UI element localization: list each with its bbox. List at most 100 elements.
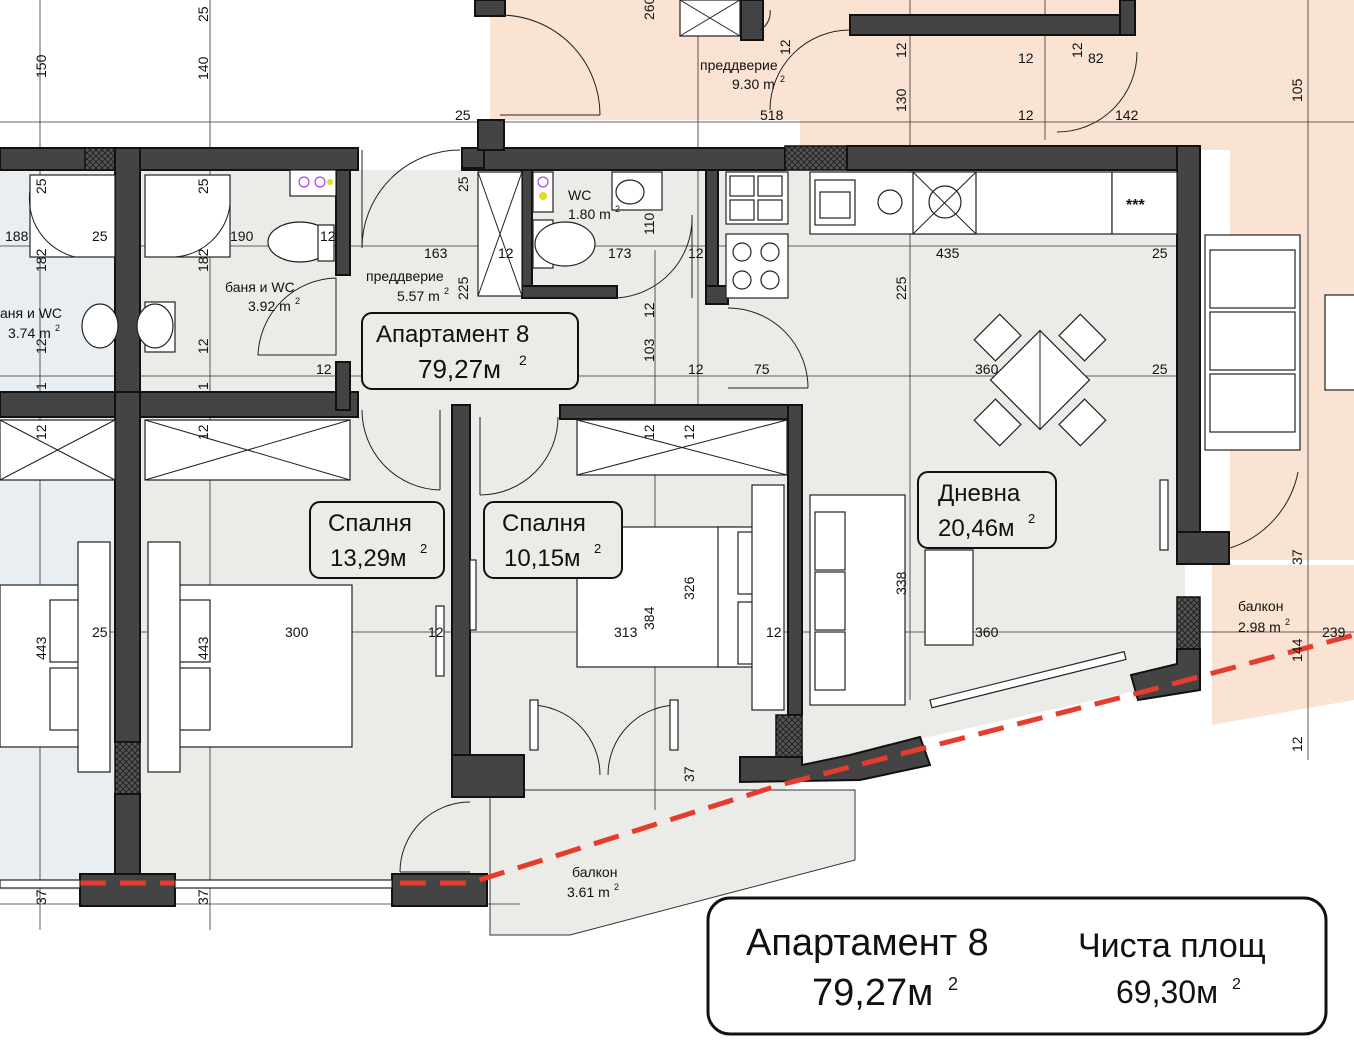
- summary-net-area: 69,30м: [1116, 974, 1218, 1010]
- bedroom2-area: 10,15м: [504, 545, 581, 572]
- room-wc-area: 1.80 m: [568, 206, 611, 222]
- sup2: 2: [444, 286, 449, 296]
- room-bath-left-name: аня и WC: [0, 305, 62, 321]
- room-bath-area: 3.92 m: [248, 298, 291, 314]
- room-balcony-right-area: 2.98 m: [1238, 619, 1281, 635]
- dim-443: 443: [33, 636, 49, 660]
- fixtures: [0, 0, 1354, 773]
- sup2: 2: [594, 541, 601, 556]
- room-hall-name: преддверие: [366, 268, 444, 284]
- boundary-dashed-line: [0, 632, 1354, 886]
- bedroom2-name: Спалня: [502, 510, 586, 537]
- dim-518: 518: [760, 107, 784, 123]
- room-balcony-main-area: 3.61 m: [567, 884, 610, 900]
- summary-box: Апартамент 8 79,27м 2 Чиста площ 69,30м …: [706, 896, 1328, 1036]
- dim-82: 82: [1088, 50, 1104, 66]
- balcony-main-zone: [489, 789, 856, 936]
- room-balcony-main-name: балкон: [572, 864, 617, 880]
- sup2: 2: [780, 74, 785, 84]
- dim-25: 25: [455, 107, 471, 123]
- room-balcony-right-name: балкон: [1238, 598, 1283, 614]
- dim-12: 12: [1289, 736, 1305, 752]
- room-hall-top-area: 9.30 m: [732, 76, 775, 92]
- sup2: 2: [1285, 617, 1290, 627]
- room-label-bedroom1: Спалня 13,29м 2: [309, 501, 445, 579]
- dim-12: 12: [766, 624, 782, 640]
- dim-435: 435: [936, 245, 960, 261]
- dim-12: 12: [428, 624, 444, 640]
- small-room-labels: преддверие 9.30 m 2 WC 1.80 m 2 баня и W…: [0, 57, 1290, 900]
- dim-25: 25: [33, 178, 49, 194]
- dim-144: 144: [1289, 638, 1305, 662]
- dim-12: 12: [195, 424, 211, 440]
- neighbor-unit-zone: [490, 0, 1354, 560]
- apartment-label-title: Апартамент 8: [376, 321, 529, 348]
- dim-12: 12: [1069, 42, 1085, 58]
- dimension-labels: 25 150 140 260 12 12 12 82 130 105 518 1…: [5, 0, 1346, 905]
- dim-25: 25: [455, 176, 471, 192]
- sup2: 2: [420, 541, 427, 556]
- living-area: 20,46м: [938, 515, 1015, 542]
- dim-12: 12: [498, 245, 514, 261]
- dim-130: 130: [893, 88, 909, 112]
- summary-title: Апартамент 8: [746, 922, 989, 964]
- room-bath-name: баня и WC: [225, 279, 295, 295]
- sup2: 2: [615, 204, 620, 214]
- dim-260: 260: [641, 0, 657, 20]
- dim-25: 25: [92, 228, 108, 244]
- living-name: Дневна: [938, 480, 1021, 507]
- apartment-label-sup: 2: [519, 352, 527, 368]
- bedroom1-area: 13,29м: [330, 545, 407, 572]
- dim-188: 188: [5, 228, 29, 244]
- sup2: 2: [614, 882, 619, 892]
- sup2: 2: [55, 323, 60, 333]
- dim-12: 12: [33, 424, 49, 440]
- dim-140: 140: [195, 56, 211, 80]
- dim-163: 163: [424, 245, 448, 261]
- dim-12: 12: [33, 338, 49, 354]
- room-hall-area: 5.57 m: [397, 288, 440, 304]
- dim-360: 360: [975, 361, 999, 377]
- dim-12: 12: [320, 228, 336, 244]
- sup2: 2: [295, 296, 300, 306]
- dim-25: 25: [195, 6, 211, 22]
- sup2: 2: [1232, 976, 1241, 993]
- dim-142: 142: [1115, 107, 1139, 123]
- dim-25: 25: [195, 178, 211, 194]
- dim-12: 12: [316, 361, 332, 377]
- dim-173: 173: [608, 245, 632, 261]
- dim-37: 37: [681, 766, 697, 782]
- balcony-right-zone: [1212, 565, 1354, 725]
- dim-12: 12: [641, 424, 657, 440]
- dim-37: 37: [1289, 549, 1305, 565]
- dim-75: 75: [754, 361, 770, 377]
- room-bath-left-area: 3.74 m: [8, 325, 51, 341]
- dim-1: 1: [195, 382, 211, 390]
- dim-110: 110: [641, 212, 657, 235]
- dim-25: 25: [1152, 245, 1168, 261]
- stove-marks: ***: [1126, 197, 1145, 214]
- room-hall-top-name: преддверие: [700, 57, 778, 73]
- apartment-label-area: 79,27м: [418, 354, 501, 384]
- dim-360: 360: [975, 624, 999, 640]
- summary-area: 79,27м: [812, 972, 933, 1014]
- dim-105: 105: [1289, 78, 1305, 102]
- bedroom1-name: Спалня: [328, 510, 412, 537]
- dim-443: 443: [195, 636, 211, 660]
- dim-300: 300: [285, 624, 309, 640]
- dim-1: 1: [33, 382, 49, 390]
- dim-12: 12: [777, 39, 793, 55]
- doors: [0, 9, 1299, 889]
- dim-37: 37: [33, 889, 49, 905]
- room-wc-name: WC: [568, 187, 591, 203]
- dim-25: 25: [1152, 361, 1168, 377]
- room-label-bedroom2: Спалня 10,15м 2: [483, 501, 623, 579]
- dim-25: 25: [92, 624, 108, 640]
- dim-225: 225: [455, 276, 471, 300]
- dim-338: 338: [893, 571, 909, 595]
- dim-326: 326: [681, 576, 697, 600]
- dim-103: 103: [641, 338, 657, 362]
- dim-12: 12: [1018, 50, 1034, 66]
- dim-182: 182: [195, 248, 211, 272]
